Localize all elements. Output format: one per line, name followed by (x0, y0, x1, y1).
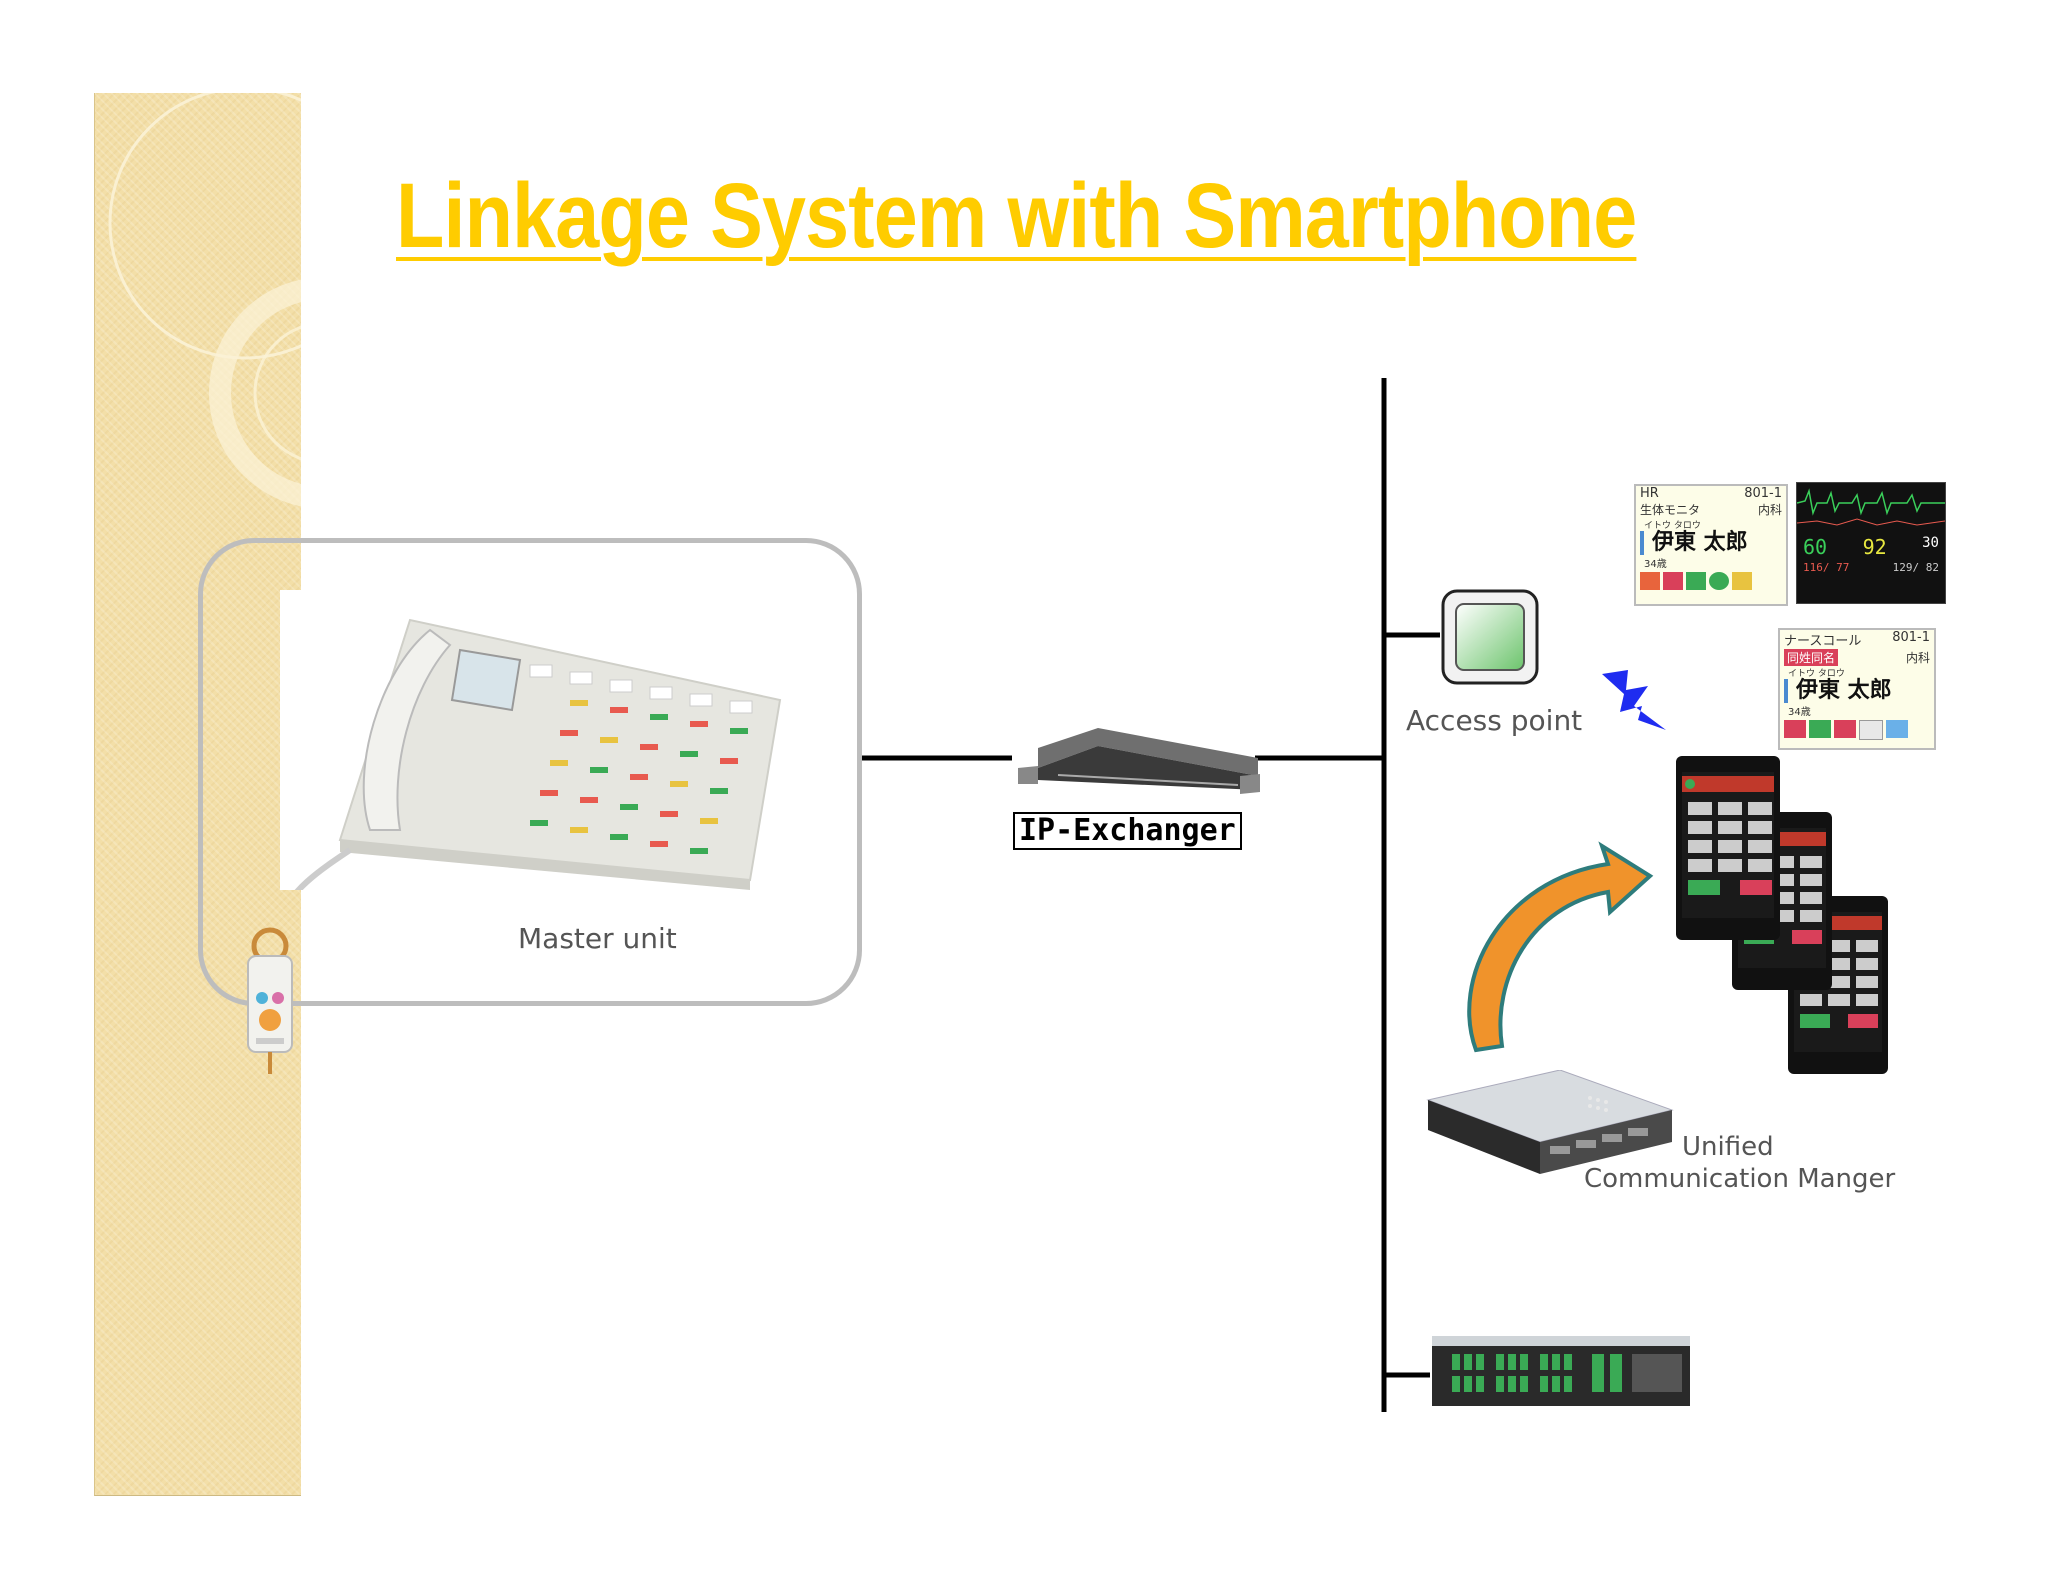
nurse-call-handset-icon (247, 927, 293, 1074)
vital-monitor-card: HR 801-1 生体モニタ 内科 イトウ タロウ 伊東 太郎 34歳 (1634, 484, 1788, 606)
nursecall-kana: イトウ タロウ (1788, 669, 1845, 679)
nursecall-badge: 同姓同名 (1784, 649, 1839, 666)
smartphone-1 (1676, 756, 1780, 940)
sidebar-rings (108, 93, 301, 507)
ip-exchanger-device (1018, 728, 1260, 794)
smartphones-group (1676, 756, 1888, 1074)
master-unit-label: Master unit (518, 922, 677, 955)
curved-arrow (1467, 841, 1654, 1053)
access-point-label: Access point (1406, 704, 1583, 737)
ucm-label-line1: Unified (1682, 1132, 1774, 1162)
monitor-sub-left: 生体モニタ (1640, 503, 1701, 517)
nursecall-tag-3 (1834, 720, 1856, 738)
access-point-icon (1441, 589, 1539, 685)
master-unit-device (280, 590, 804, 890)
monitor-kana: イトウ タロウ (1644, 521, 1701, 531)
master-unit-frame (198, 538, 862, 1006)
lightning-icon (1602, 670, 1666, 730)
nursecall-age: 34歳 (1788, 707, 1811, 718)
ip-exchanger-label: IP-Exchanger (1013, 812, 1242, 850)
nursecall-tag-4 (1859, 720, 1883, 740)
nursecall-tag-2 (1809, 720, 1831, 738)
nursecall-sub-right: 内科 (1905, 651, 1930, 665)
ucm-server-device (1426, 1070, 1674, 1174)
monitor-tag-4 (1709, 572, 1729, 590)
monitor-tag-1 (1640, 572, 1660, 590)
monitor-tag-2 (1663, 572, 1683, 590)
vital-value-2: 92 (1862, 535, 1887, 559)
nursecall-header-left: ナースコール (1784, 634, 1862, 649)
storage-server-device (1432, 1336, 1690, 1406)
vital-value-5: 129/ 82 (1892, 561, 1939, 574)
nursecall-header-right: 801-1 (1892, 630, 1930, 645)
vital-value-4: 116/ 77 (1803, 561, 1850, 574)
nurse-call-card: ナースコール 801-1 同姓同名 内科 イトウ タロウ 伊東 太郎 34歳 (1778, 628, 1936, 750)
monitor-sub-right: 内科 (1757, 503, 1782, 517)
ucm-label-line2: Communication Manger (1584, 1164, 1896, 1194)
vital-value-3: 30 (1922, 535, 1939, 551)
monitor-patient-name: 伊東 太郎 (1640, 531, 1786, 555)
nursecall-tag-1 (1784, 720, 1806, 738)
waveform-trace (1797, 488, 1945, 526)
monitor-header-left: HR (1640, 486, 1659, 501)
monitor-header-right: 801-1 (1744, 486, 1782, 501)
nursecall-patient-name: 伊東 太郎 (1784, 679, 1934, 703)
nursecall-tag-5 (1886, 720, 1908, 738)
master-unit-buttons (529, 664, 753, 854)
monitor-tag-3 (1686, 572, 1706, 590)
slide-title: Linkage System with Smartphone (396, 165, 1637, 267)
vital-value-1: 60 (1803, 535, 1828, 559)
vital-waveform-display: 60 92 30 116/ 77 129/ 82 (1796, 482, 1946, 604)
monitor-tag-5 (1732, 572, 1752, 590)
monitor-age: 34歳 (1644, 559, 1667, 570)
